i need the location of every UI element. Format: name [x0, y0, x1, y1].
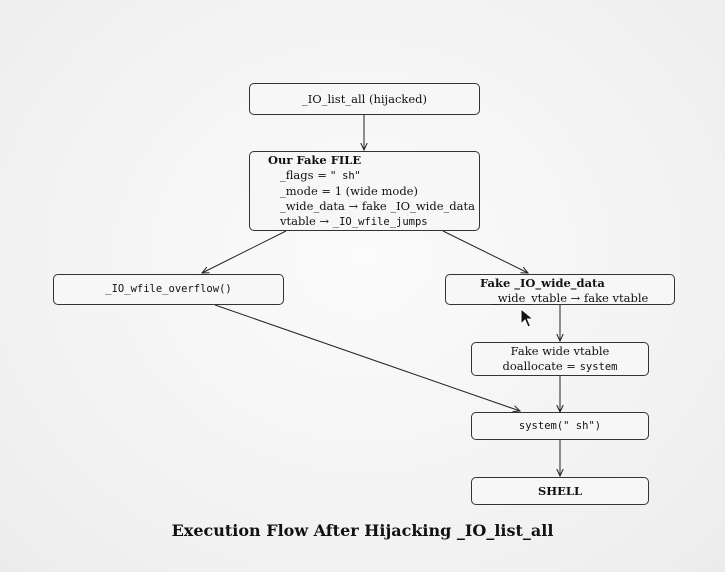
- arrow-file-to-overflow: [202, 230, 287, 273]
- node-io-list-all: _IO_list_all (hijacked): [249, 83, 480, 115]
- node-fake-wide-vtable: Fake wide vtable doallocate = system: [471, 342, 649, 376]
- node-wfile-overflow: _IO_wfile_overflow(): [53, 274, 284, 305]
- node-system-call-label: system(" sh"): [518, 419, 602, 432]
- node-system-call: system(" sh"): [471, 412, 649, 440]
- node-shell: SHELL: [471, 477, 649, 505]
- diagram-caption: Execution Flow After Hijacking _IO_list_…: [171, 521, 554, 540]
- node-shell-label: SHELL: [537, 483, 583, 498]
- fake-wide-data-field: _wide_vtable → fake vtable: [492, 291, 649, 305]
- mouse-cursor-icon: [520, 308, 534, 328]
- fake-file-field-vtable: vtable → _IO_wfile_jumps: [280, 214, 428, 228]
- arrow-overflow-to-system: [214, 304, 520, 411]
- fake-wide-vtable-line2: doallocate = system: [502, 358, 618, 373]
- node-fake-wide-data: Fake _IO_wide_data _wide_vtable → fake v…: [445, 274, 675, 305]
- node-wfile-overflow-label: _IO_wfile_overflow(): [105, 283, 232, 295]
- fake-file-field-wide-data: _wide_data → fake _IO_wide_data: [280, 199, 475, 213]
- fake-file-field-flags: _flags = " sh": [280, 168, 361, 182]
- node-fake-file: Our Fake FILE _flags = " sh" _mode = 1 (…: [249, 151, 480, 231]
- fake-wide-data-title: Fake _IO_wide_data: [480, 276, 605, 290]
- fake-file-title: Our Fake FILE: [268, 153, 362, 167]
- arrow-file-to-wide-data: [442, 230, 528, 273]
- node-io-list-all-label: _IO_list_all (hijacked): [301, 91, 428, 106]
- fake-file-field-mode: _mode = 1 (wide mode): [280, 184, 418, 198]
- fake-wide-vtable-line1: Fake wide vtable: [510, 343, 610, 358]
